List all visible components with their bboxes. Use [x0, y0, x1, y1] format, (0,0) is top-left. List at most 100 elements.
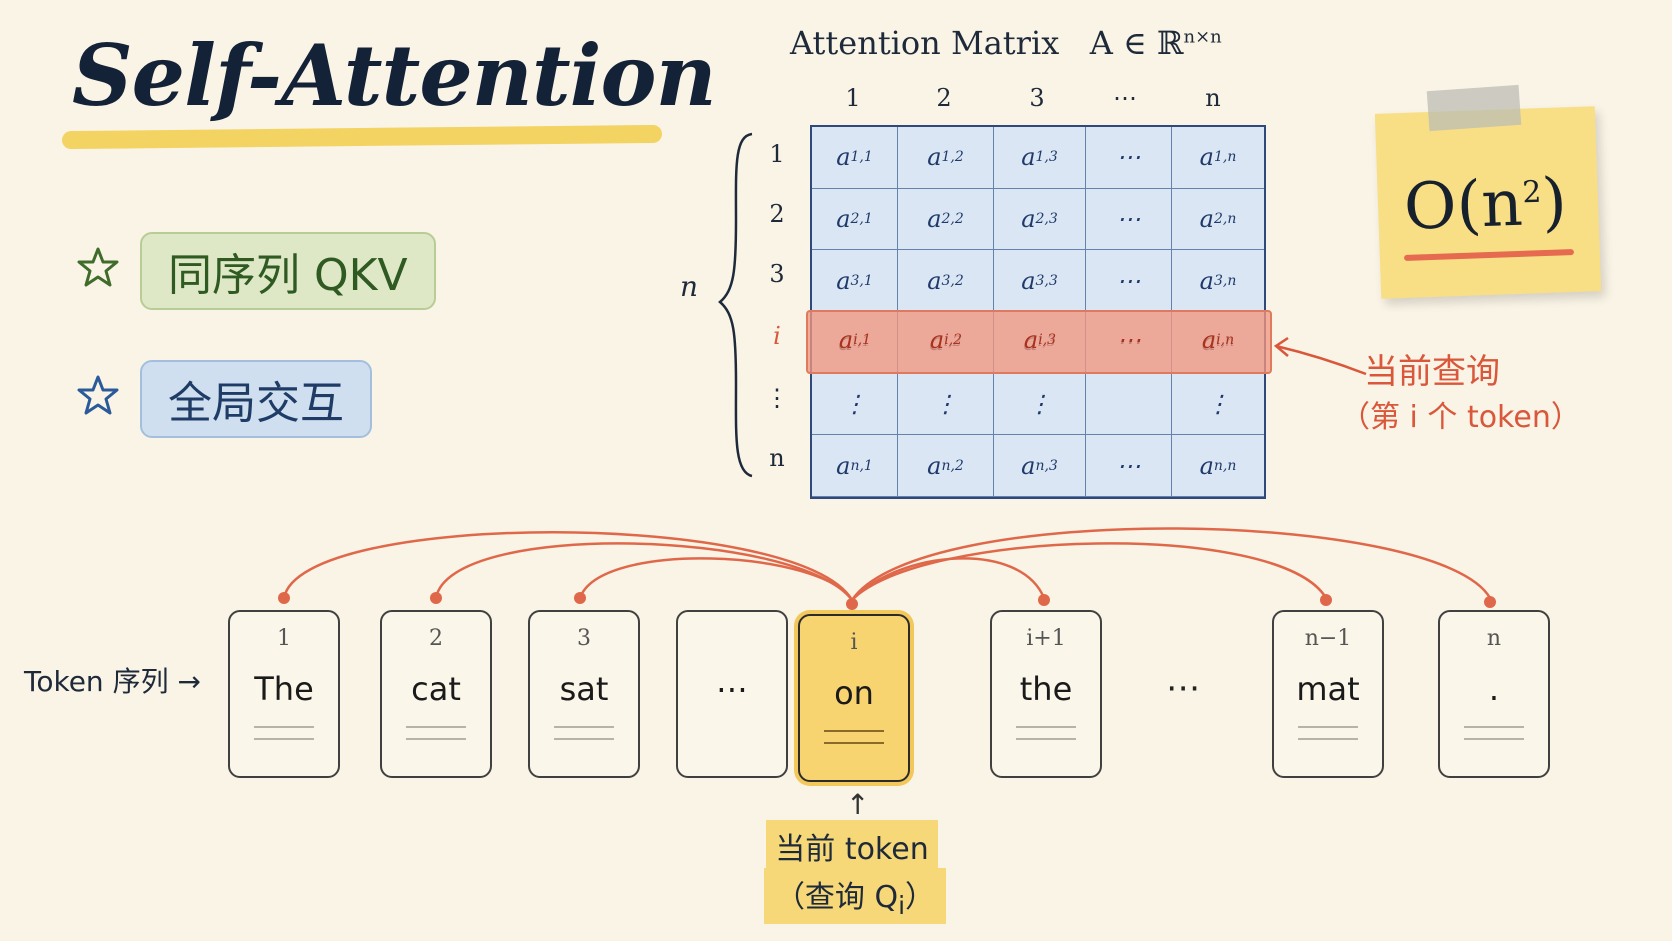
star-icon: [77, 247, 119, 287]
token-line: [554, 738, 614, 740]
brace-icon: [718, 132, 753, 478]
matrix-title: Attention Matrix A ∈ ℝn×n: [790, 24, 1222, 62]
token-line: [1464, 726, 1524, 728]
matrix-cell: ⋯: [1086, 188, 1172, 251]
token-word: ⋯: [716, 670, 748, 708]
cell-subscript: n,2: [941, 457, 964, 474]
complexity-sup: 2: [1521, 174, 1542, 211]
cell-subscript: 2,3: [1035, 210, 1058, 227]
col-header: n: [1205, 84, 1221, 112]
matrix-cell: ⋮: [898, 373, 994, 436]
matrix-cell: ⋯: [1086, 250, 1172, 312]
cell-symbol: a: [1201, 326, 1217, 354]
matrix-cell: ⋮: [812, 373, 898, 436]
row-header-query: i: [773, 322, 781, 350]
cell-symbol: a: [1021, 451, 1036, 480]
cell-symbol: a: [1199, 204, 1214, 233]
token-index: i+1: [1026, 626, 1066, 651]
token-line: [1016, 726, 1076, 728]
cell-subscript: 1,3: [1035, 149, 1058, 166]
col-header: 1: [845, 84, 861, 112]
row-header: 2: [769, 200, 785, 228]
token-index: n−1: [1304, 626, 1352, 651]
cell-symbol: ⋮: [1206, 389, 1230, 418]
query-sublabel: （第 i 个 token）: [1340, 400, 1581, 435]
complexity-close: ): [1540, 165, 1568, 241]
token-word: on: [834, 674, 874, 712]
token-word: sat: [559, 670, 609, 708]
bullet-global-interaction: 全局交互: [140, 360, 372, 438]
cell-subscript: 1,2: [941, 149, 964, 166]
token-card-current: i on: [798, 614, 910, 782]
cell-subscript: 3,2: [941, 272, 964, 289]
token-index: i: [850, 630, 858, 655]
cell-symbol: ⋯: [1116, 143, 1141, 172]
cell-subscript: 2,1: [850, 210, 873, 227]
current-token-sublabel: （查询 Qi）: [764, 868, 946, 924]
token-card: n−1 mat: [1272, 610, 1384, 778]
cell-subscript: i,n: [1216, 332, 1235, 348]
cell-subscript: 2,2: [941, 210, 964, 227]
cell-symbol: a: [1199, 451, 1214, 480]
matrix-cell: ⋯: [1086, 435, 1172, 497]
cell-subscript: i,3: [1038, 332, 1057, 348]
matrix-cell: ⋯: [1086, 127, 1172, 189]
cell-subscript: 3,3: [1035, 272, 1058, 289]
token-word: mat: [1296, 670, 1360, 708]
matrix-cell: ⋮: [1172, 374, 1264, 436]
token-card: n.: [1438, 610, 1550, 778]
cell-symbol: a: [1199, 143, 1214, 172]
current-sub-close: ）: [905, 880, 936, 915]
token-line: [254, 738, 314, 740]
query-label: 当前查询: [1364, 352, 1500, 392]
token-index: 1: [277, 626, 291, 651]
cell-symbol: a: [927, 451, 942, 480]
complexity-label: O(n2): [1403, 165, 1568, 245]
tape-icon: [1426, 84, 1522, 132]
token-line: [1016, 738, 1076, 740]
token-word: the: [1019, 670, 1073, 708]
row-header: n: [769, 444, 785, 472]
matrix-size-label: n: [680, 270, 699, 303]
matrix-cell: ⋮: [994, 373, 1086, 436]
bullet-label: 全局交互: [168, 378, 344, 429]
token-line: [1298, 726, 1358, 728]
token-line: [254, 726, 314, 728]
cell-symbol: a: [836, 204, 851, 233]
cell-subscript: n,1: [850, 457, 873, 474]
token-sequence-label: Token 序列 →: [24, 665, 201, 698]
cell-symbol: ⋮: [842, 389, 867, 418]
cell-symbol: a: [836, 143, 851, 172]
row-header: 3: [769, 260, 785, 288]
cell-symbol: a: [1021, 266, 1036, 295]
cell-subscript: i,2: [944, 332, 963, 348]
row-header: ⋮: [765, 384, 789, 412]
cell-symbol: a: [1021, 204, 1036, 233]
cell-symbol: ⋯: [1116, 266, 1141, 295]
title-underline: [61, 124, 663, 150]
star-icon: [77, 375, 119, 415]
cell-symbol: ⋯: [1117, 326, 1141, 354]
arrow-left-icon: [1273, 336, 1367, 376]
complexity-base: O(n: [1402, 166, 1524, 245]
cell-subscript: n,n: [1213, 457, 1237, 474]
token-line: [1298, 738, 1358, 740]
cell-symbol: ⋯: [1116, 451, 1141, 480]
cell-symbol: a: [929, 326, 945, 354]
matrix-cell: [1086, 373, 1172, 436]
token-card: i+1 the: [990, 610, 1102, 778]
cell-symbol: a: [927, 266, 942, 295]
page-title: Self-Attention: [72, 26, 717, 125]
